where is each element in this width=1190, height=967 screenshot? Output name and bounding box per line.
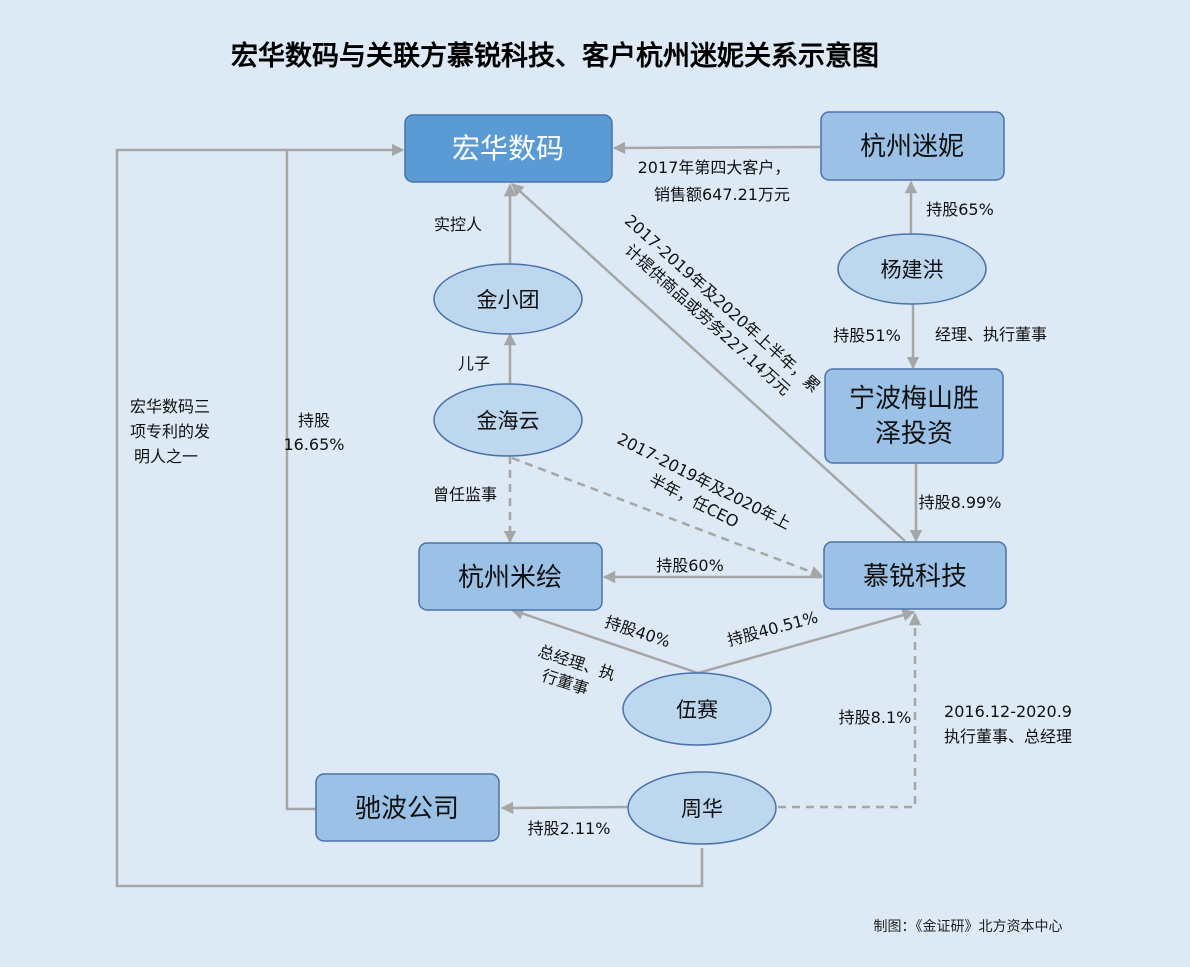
label-ceo-line1: 2017-2019年及2020年上: [614, 429, 794, 533]
node-jin-haiyun-label: 金海云: [477, 409, 540, 433]
node-chibo: 驰波公司: [315, 773, 500, 842]
diagram-title: 宏华数码与关联方慕锐科技、客户杭州迷妮关系示意图: [231, 40, 879, 72]
node-hangzhou-mini-label: 杭州迷妮: [860, 132, 964, 162]
connector-zhouhua-chibo: [500, 801, 629, 815]
node-jin-xiaotuan-label: 金小团: [477, 288, 540, 312]
label-hold211: 持股2.11%: [528, 819, 611, 838]
label-hold1665-line1: 持股: [298, 411, 330, 430]
label-supply-line1: 2017-2019年及2020年上半年，累: [621, 211, 824, 396]
connector-zhouhua-honghua: [115, 143, 704, 888]
label-hold1665-line2: 16.65%: [283, 435, 344, 454]
label-customer-line1: 2017年第四大客户，: [638, 158, 791, 177]
label-hold51: 持股51%: [833, 326, 901, 345]
node-hangzhou-mihui: 杭州米绘: [418, 542, 603, 611]
label-inventor-line1: 宏华数码三: [130, 397, 210, 416]
label-inventor-line2: 项专利的发: [130, 422, 210, 441]
label-inventor-line3: 明人之一: [134, 447, 198, 466]
label-jingli: 经理、执行董事: [935, 325, 1047, 344]
node-ningbo-label-line1: 宁波梅山胜: [849, 384, 979, 414]
node-murui: 慕锐科技: [823, 541, 1007, 610]
label-period-line1: 2016.12-2020.9: [944, 702, 1072, 721]
connector-wusai-murui: [697, 609, 916, 675]
node-murui-label: 慕锐科技: [863, 562, 967, 592]
credit-text: 制图：《金证研》北方资本中心: [874, 919, 1063, 935]
label-hold60: 持股60%: [656, 556, 724, 575]
node-wu-sai: 伍赛: [622, 672, 772, 746]
label-zengren: 曾任监事: [433, 485, 497, 504]
node-honghua: 宏华数码: [404, 114, 613, 183]
connector-mini-honghua: [612, 141, 821, 155]
node-ningbo-label-line2: 泽投资: [875, 419, 953, 449]
connector-zhouhua-murui: [778, 612, 922, 809]
node-jin-haiyun: 金海云: [433, 383, 583, 457]
connector-wusai-mihui: [510, 607, 699, 675]
node-hangzhou-mini: 杭州迷妮: [820, 111, 1005, 181]
label-supply-line2: 计提供商品或劳务227.14万元: [621, 241, 794, 400]
node-zhou-hua-label: 周华: [681, 797, 723, 821]
label-erzi: 儿子: [458, 354, 490, 373]
label-period-line2: 执行董事、总经理: [944, 727, 1072, 746]
node-chibo-label: 驰波公司: [355, 794, 459, 824]
label-hold65: 持股65%: [926, 200, 994, 219]
node-jin-xiaotuan: 金小团: [433, 263, 583, 335]
node-yang-jianhong-label: 杨建洪: [881, 258, 944, 282]
connector-murui-honghua: [511, 183, 906, 542]
node-hangzhou-mihui-label: 杭州米绘: [458, 563, 562, 593]
node-yang-jianhong: 杨建洪: [837, 233, 987, 305]
node-ningbo: 宁波梅山胜 泽投资: [824, 368, 1004, 464]
node-zhou-hua: 周华: [627, 771, 777, 845]
connector-chibo-honghua: [285, 150, 316, 811]
label-shikong: 实控人: [434, 215, 482, 234]
node-wu-sai-label: 伍赛: [676, 698, 718, 722]
label-customer-line2: 销售额647.21万元: [654, 185, 790, 204]
label-hold899: 持股8.99%: [919, 493, 1002, 512]
node-honghua-label: 宏华数码: [452, 132, 564, 165]
label-hold81: 持股8.1%: [839, 708, 912, 727]
